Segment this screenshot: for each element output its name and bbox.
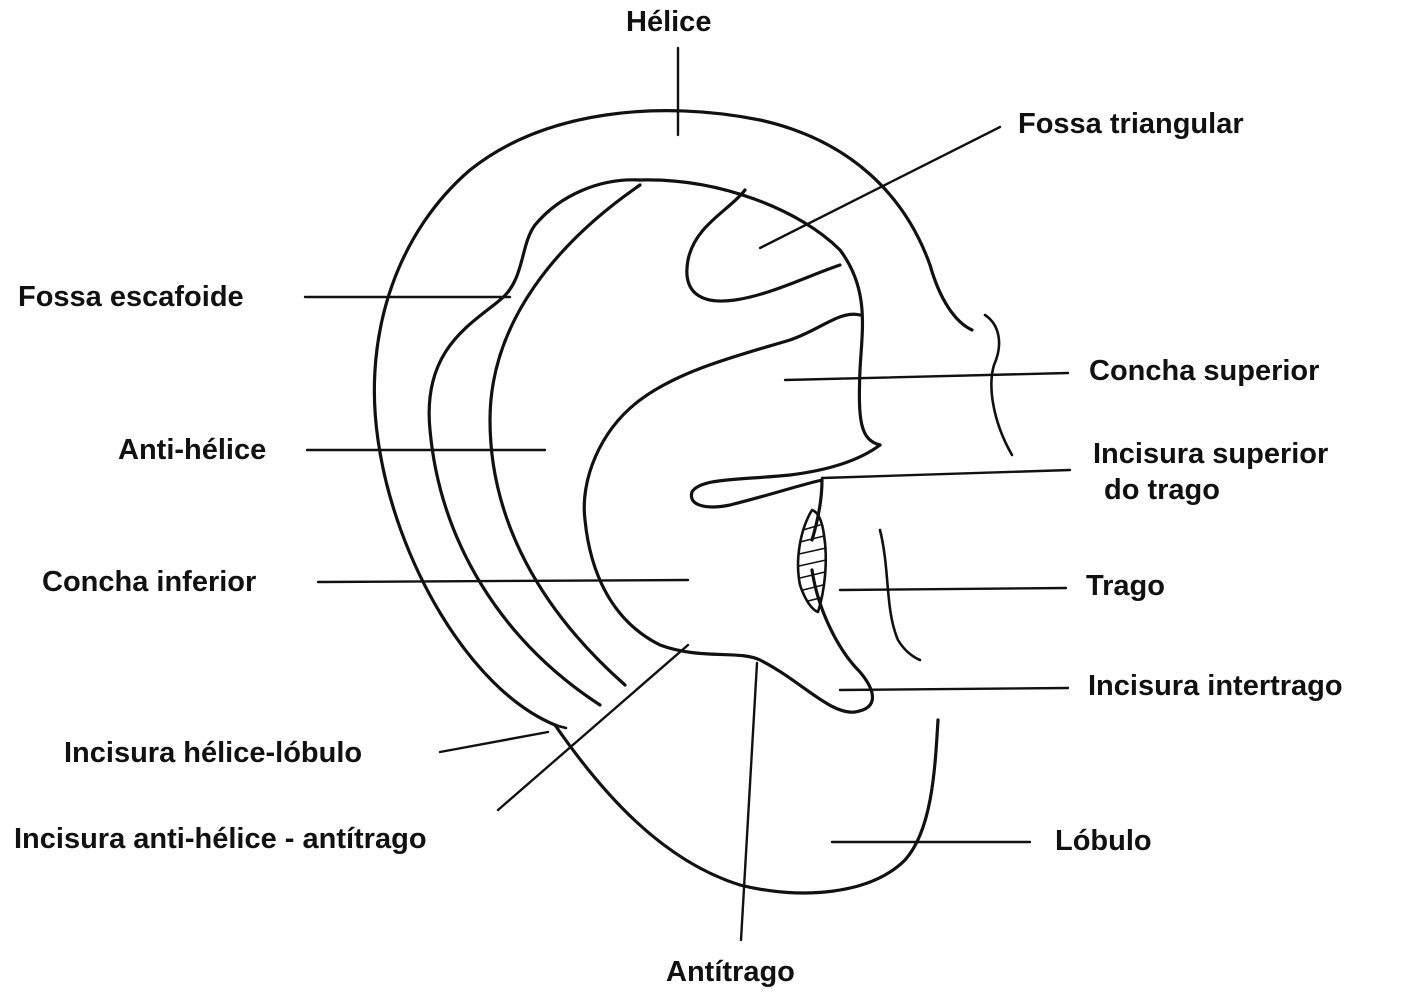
label-fossa-triangular: Fossa triangular	[1018, 107, 1244, 141]
leader-incisura-superior	[822, 470, 1070, 478]
leader-trago	[840, 588, 1066, 590]
label-incisura-superior-line2: do trago	[1104, 473, 1220, 507]
label-incisura-superior-line1: Incisura superior	[1093, 437, 1328, 471]
label-fossa-escafoide: Fossa escafoide	[18, 280, 244, 314]
label-incisura-helice-lobulo: Incisura hélice-lóbulo	[64, 736, 362, 770]
helix-lobule-notch	[540, 718, 566, 728]
tragus-hatch	[799, 548, 826, 554]
helix-posterior-fold	[985, 315, 1012, 455]
label-lobulo: Lóbulo	[1055, 824, 1152, 858]
leader-concha-superior	[785, 373, 1068, 380]
leader-incisura-anti-helice-antitrago	[498, 645, 688, 810]
label-helice: Hélice	[626, 5, 711, 39]
leader-incisura-helice-lobulo	[440, 732, 548, 752]
label-antitrago: Antítrago	[666, 955, 795, 989]
label-incisura-intertrago: Incisura intertrago	[1088, 669, 1343, 703]
label-incisura-anti-helice-antitrago: Incisura anti-hélice - antítrago	[14, 822, 427, 856]
tragus-ridge	[880, 530, 920, 660]
label-anti-helice: Anti-hélice	[118, 433, 266, 467]
leader-concha-inferior	[318, 580, 688, 582]
tragus-hatch	[799, 560, 826, 566]
concha-boundary	[584, 314, 872, 712]
scapha-outer-edge	[429, 180, 640, 705]
lobule-outline	[555, 720, 938, 893]
helix-outline	[374, 111, 972, 725]
leader-incisura-intertrago	[840, 688, 1068, 690]
leader-antitrago	[741, 663, 757, 940]
label-concha-superior: Concha superior	[1089, 354, 1319, 388]
crus-of-helix	[691, 445, 880, 540]
antihelix-edge	[640, 180, 880, 445]
label-concha-inferior: Concha inferior	[42, 565, 256, 599]
label-trago: Trago	[1086, 569, 1165, 603]
tragus-hatch	[803, 585, 823, 590]
leader-fossa-triangular	[760, 127, 1000, 248]
